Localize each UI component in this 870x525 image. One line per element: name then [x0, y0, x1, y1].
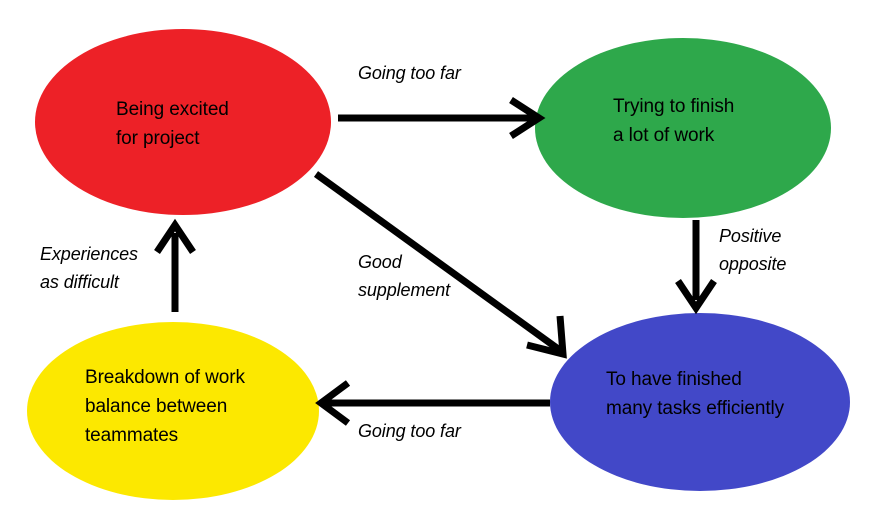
node-label-being-excited-for-project: Being excited for project [116, 99, 229, 149]
arrow-blue-to-yellow [315, 380, 550, 426]
node-ellipse-blue[interactable] [550, 313, 850, 491]
node-ellipse-yellow[interactable] [27, 322, 319, 500]
edge-label-experiences-as-difficult: Experiences as difficult [40, 244, 138, 292]
node-label-breakdown-of-work-balance-between-teammates: Breakdown of work balance between teamma… [85, 367, 245, 446]
edge-label-positive-opposite: Positive opposite [719, 226, 787, 274]
arrow-red-to-green [338, 97, 546, 139]
arrow-yellow-to-red [154, 218, 196, 312]
node-ellipse-red[interactable] [35, 29, 331, 215]
node-label-to-have-finished-many-tasks-efficiently: To have finished many tasks efficiently [606, 369, 785, 419]
arrow-red-to-blue [313, 171, 567, 359]
edge-label-good-supplement: Good supplement [358, 252, 451, 300]
node-label-trying-to-finish-a-lot-of-work: Trying to finish a lot of work [613, 96, 735, 146]
edge-label-going-too-far-bottom: Going too far [358, 421, 461, 441]
edge-label-going-too-far-top: Going too far [358, 63, 461, 83]
arrow-green-to-blue [675, 220, 717, 315]
node-ellipse-green[interactable] [535, 38, 831, 218]
